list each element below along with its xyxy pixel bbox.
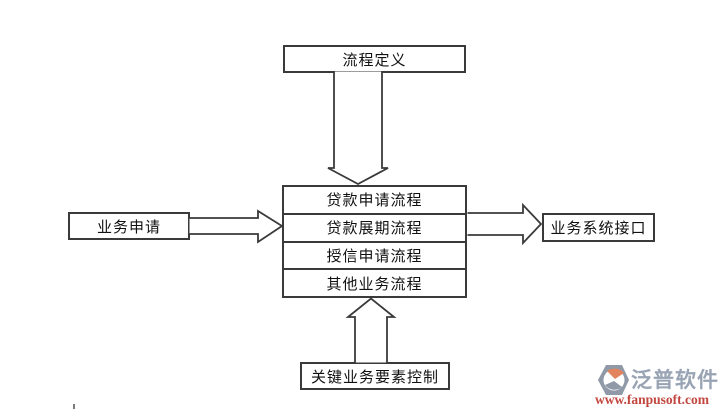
process-row-loan-application: 贷款申请流程 xyxy=(284,187,465,215)
process-row-other-business: 其他业务流程 xyxy=(326,275,423,293)
key-business-element-control-box: 关键业务要素控制 xyxy=(300,362,450,390)
process-row-loan-extension: 贷款展期流程 xyxy=(284,215,465,243)
fanpu-url-text: www.fanpusoft.com xyxy=(595,392,710,407)
down-arrow xyxy=(327,71,389,186)
stray-tick-mark xyxy=(73,404,75,409)
left-to-stack-arrow xyxy=(189,209,284,244)
process-row-credit-application: 授信申请流程 xyxy=(284,243,465,271)
up-arrow xyxy=(345,297,397,363)
process-stack: 贷款申请流程 贷款展期流程 授信申请流程 其他业务流程 xyxy=(282,185,467,298)
fanpu-brand-text: 泛普软件 xyxy=(631,369,719,392)
process-definition-box: 流程定义 xyxy=(283,45,466,73)
business-system-interface-box: 业务系统接口 xyxy=(542,213,655,242)
fanpu-logo: 泛普软件 www.fanpusoft.com xyxy=(595,360,719,412)
fanpu-logo-icon xyxy=(598,365,629,395)
stack-to-right-arrow xyxy=(467,202,543,246)
business-application-box: 业务申请 xyxy=(68,212,190,240)
